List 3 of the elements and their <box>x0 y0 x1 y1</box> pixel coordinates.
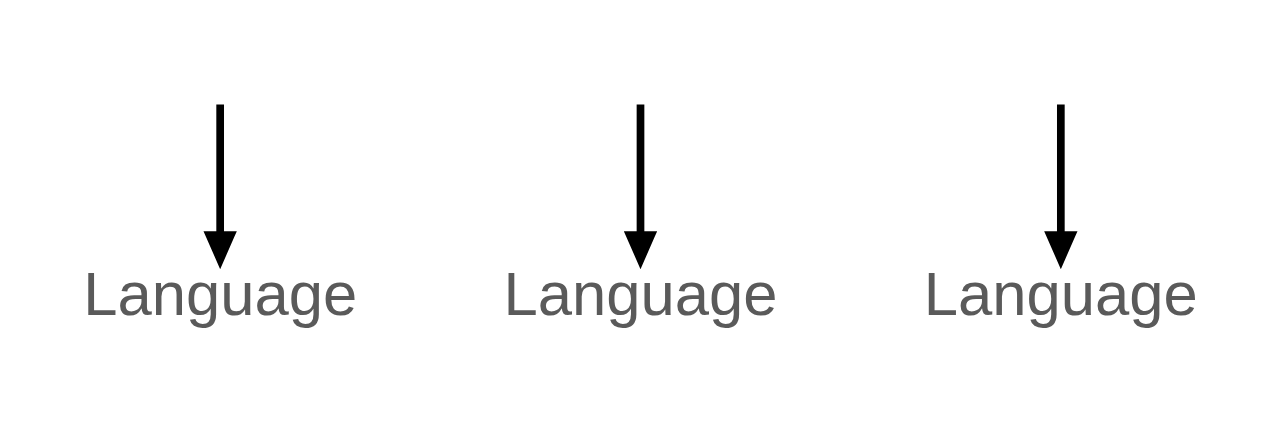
node-text: Language <box>83 259 358 329</box>
node-text: Language <box>503 259 778 329</box>
node-text: Language <box>923 259 1198 329</box>
